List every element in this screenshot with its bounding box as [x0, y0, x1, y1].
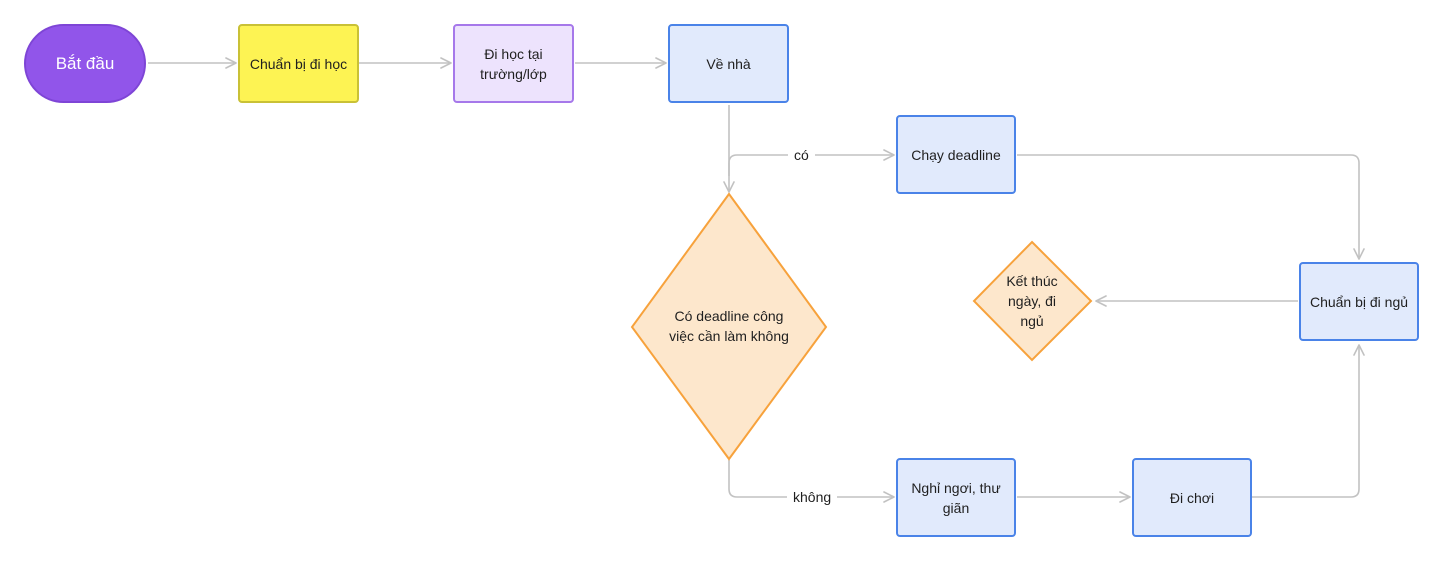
- run-deadline-node[interactable]: Chạy deadline: [896, 115, 1016, 194]
- deadline-question-text: Có deadline công việc cần làm không: [669, 308, 789, 344]
- go-school-node[interactable]: Đi học tại trường/lớp: [453, 24, 574, 103]
- go-out-node[interactable]: Đi chơi: [1132, 458, 1252, 537]
- rest-node[interactable]: Nghỉ ngơi, thư giãn: [896, 458, 1016, 537]
- go-home-label: Về nhà: [706, 55, 751, 72]
- decision-diamond-end-day: [972, 240, 1093, 362]
- start-node[interactable]: Bắt đầu: [24, 24, 146, 103]
- edge-go-out-to-prepare-sleep: [1252, 344, 1365, 498]
- rest-label: Nghỉ ngơi, thư giãn: [911, 479, 1001, 516]
- decision-shapes: [630, 192, 1093, 461]
- go-out-label: Đi chơi: [1169, 489, 1215, 506]
- prepare-sleep-label: Chuẩn bị đi ngủ: [1309, 293, 1409, 310]
- prepare-sleep-node[interactable]: Chuẩn bị đi ngủ: [1299, 262, 1419, 341]
- connectors: [148, 57, 1365, 503]
- end-day-text: Kết thúc ngày, đi ngủ: [1006, 273, 1058, 329]
- edge-run-deadline-to-prepare-sleep: [1017, 154, 1365, 260]
- prepare-school-label: Chuẩn bị đi học: [249, 55, 348, 72]
- go-home-node[interactable]: Về nhà: [668, 24, 789, 103]
- edge-decision-yes-to-run-deadline: [728, 149, 895, 176]
- end-day-label[interactable]: Kết thúc ngày, đi ngủ: [996, 266, 1068, 336]
- edge-label-yes: có: [788, 145, 815, 165]
- prepare-school-node[interactable]: Chuẩn bị đi học: [238, 24, 359, 103]
- run-deadline-label: Chạy deadline: [911, 146, 1001, 163]
- start-label: Bắt đầu: [55, 53, 115, 73]
- go-school-label: Đi học tại trường/lớp: [480, 45, 547, 82]
- deadline-question-label[interactable]: Có deadline công việc cần làm không: [669, 286, 789, 366]
- edge-label-no: không: [787, 487, 838, 507]
- edge-decision-no-to-rest: [728, 460, 895, 503]
- decision-diamond-deadline: [630, 192, 828, 461]
